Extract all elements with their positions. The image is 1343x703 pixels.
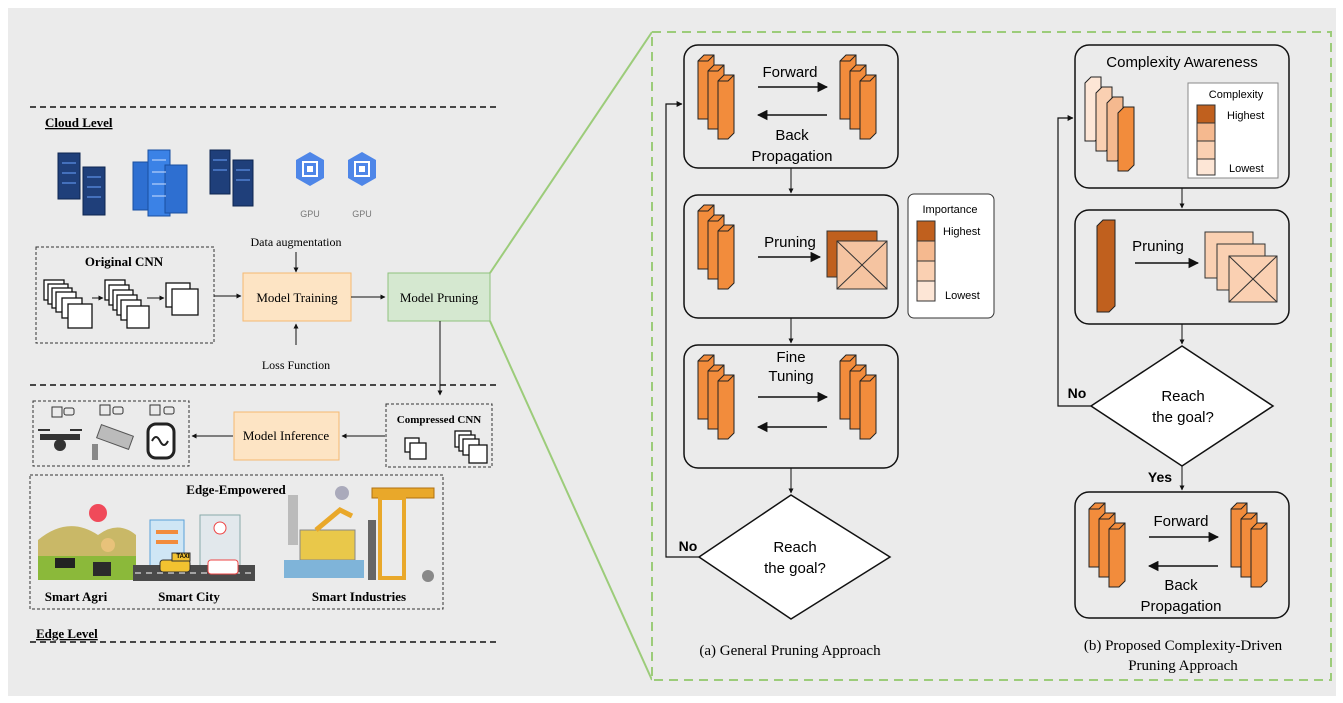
cloud-level-label: Cloud Level bbox=[45, 115, 113, 130]
pruning-label: Pruning bbox=[764, 234, 816, 251]
smart-agri-label: Smart Agri bbox=[45, 589, 108, 604]
reach-label: Reach bbox=[1161, 388, 1204, 405]
cnn-layer-icon bbox=[859, 374, 877, 440]
model-inference-label: Model Inference bbox=[243, 428, 329, 443]
importance-label: Importance bbox=[922, 204, 977, 216]
smart-agri-illustration bbox=[38, 504, 136, 580]
lowest-label: Lowest bbox=[1229, 163, 1264, 175]
gpu-label: GPU bbox=[300, 209, 320, 219]
no-label: No bbox=[679, 538, 698, 554]
general-pruning-flow: Forward Back Propagation Pruning Importa… bbox=[665, 44, 995, 659]
pruning-label: Pruning bbox=[1132, 238, 1184, 255]
proposed-caption-line1: (b) Proposed Complexity-Driven bbox=[1084, 638, 1283, 654]
legend-swatch bbox=[1196, 122, 1216, 142]
cnn-layer-icon bbox=[717, 74, 735, 140]
yes-label: Yes bbox=[1148, 469, 1172, 485]
smart-industries-label: Smart Industries bbox=[312, 589, 406, 604]
cnn-layer-icon bbox=[859, 74, 877, 140]
edge-devices-box bbox=[32, 400, 190, 467]
legend-swatch bbox=[916, 260, 936, 282]
edge-level-label: Edge Level bbox=[36, 626, 98, 641]
original-cnn-box bbox=[35, 246, 215, 344]
gpu-icon bbox=[348, 152, 376, 186]
loss-function-label: Loss Function bbox=[262, 358, 330, 372]
complexity-awareness-label: Complexity Awareness bbox=[1106, 54, 1257, 71]
smartwatch-icon bbox=[146, 404, 176, 460]
propagation-label: Propagation bbox=[1141, 598, 1222, 615]
smart-city-label: Smart City bbox=[158, 589, 220, 604]
model-inference-box bbox=[233, 411, 340, 461]
highest-label: Highest bbox=[1227, 110, 1264, 122]
highest-label: Highest bbox=[943, 226, 980, 238]
edge-empowered-label: Edge-Empowered bbox=[186, 482, 286, 497]
no-label: No bbox=[1068, 385, 1087, 401]
smart-city-illustration bbox=[133, 514, 255, 581]
server-rack-icon bbox=[57, 152, 106, 216]
loop-arrow bbox=[665, 101, 699, 558]
reach-label: Reach bbox=[773, 539, 816, 556]
taxi-sign: TAXI bbox=[176, 554, 190, 560]
fine-label: Fine bbox=[776, 349, 805, 366]
legend-swatch bbox=[916, 280, 936, 302]
legend-swatch bbox=[916, 220, 936, 242]
gpu-icon bbox=[296, 152, 324, 186]
pruned-filter-icon bbox=[826, 230, 888, 290]
forward-label: Forward bbox=[1153, 513, 1208, 530]
training-step-box bbox=[1074, 491, 1290, 619]
gpu-label: GPU bbox=[352, 209, 372, 219]
forward-label: Forward bbox=[762, 64, 817, 81]
drone-icon bbox=[38, 406, 82, 451]
model-pruning-label: Model Pruning bbox=[400, 290, 479, 305]
cnn-layers-icon bbox=[43, 279, 199, 329]
proposed-pruning-flow: Complexity Awareness Complexity Highest … bbox=[1057, 44, 1290, 674]
legend-swatch bbox=[916, 240, 936, 262]
original-cnn-label: Original CNN bbox=[85, 254, 164, 269]
legend-swatch bbox=[1196, 158, 1216, 176]
model-pruning-box bbox=[387, 272, 491, 322]
cctv-camera-icon bbox=[92, 404, 135, 460]
compressed-cnn-box bbox=[385, 403, 493, 468]
back-label: Back bbox=[1164, 577, 1198, 594]
zoom-connector-line bbox=[489, 31, 653, 274]
pruned-filter-icon bbox=[1204, 231, 1278, 303]
data-center-icon bbox=[132, 149, 188, 217]
cnn-layers-icon bbox=[404, 430, 488, 464]
lowest-label: Lowest bbox=[945, 290, 980, 302]
model-training-label: Model Training bbox=[256, 290, 338, 305]
model-training-box bbox=[242, 272, 352, 322]
goal-label: the goal? bbox=[764, 560, 826, 577]
legend-swatch bbox=[1196, 104, 1216, 124]
legend-swatch bbox=[1196, 140, 1216, 160]
server-rack-icon bbox=[209, 149, 254, 207]
general-caption: (a) General Pruning Approach bbox=[699, 643, 881, 659]
cnn-layer-icon bbox=[1108, 522, 1126, 588]
left-section: Cloud Level GPU bbox=[29, 31, 653, 681]
complexity-label: Complexity bbox=[1209, 89, 1264, 101]
edge-empowered-box bbox=[29, 474, 444, 610]
proposed-caption-line2: Pruning Approach bbox=[1128, 658, 1238, 674]
data-augmentation-label: Data augmentation bbox=[251, 235, 342, 249]
propagation-label: Propagation bbox=[752, 148, 833, 165]
zoom-connector-line bbox=[489, 320, 653, 681]
decision-diamond bbox=[697, 494, 892, 620]
cnn-layer-icon bbox=[717, 224, 735, 290]
goal-label: the goal? bbox=[1152, 409, 1214, 426]
cnn-layer-icon bbox=[1096, 219, 1116, 313]
back-label: Back bbox=[775, 127, 809, 144]
cnn-layer-icon bbox=[717, 374, 735, 440]
complexity-layers-icon bbox=[1084, 76, 1135, 172]
tuning-label: Tuning bbox=[768, 368, 813, 385]
cnn-layer-icon bbox=[1250, 522, 1268, 588]
compressed-cnn-label: Compressed CNN bbox=[397, 414, 481, 426]
smart-industries-illustration bbox=[284, 486, 435, 582]
loop-arrow bbox=[1057, 115, 1091, 407]
